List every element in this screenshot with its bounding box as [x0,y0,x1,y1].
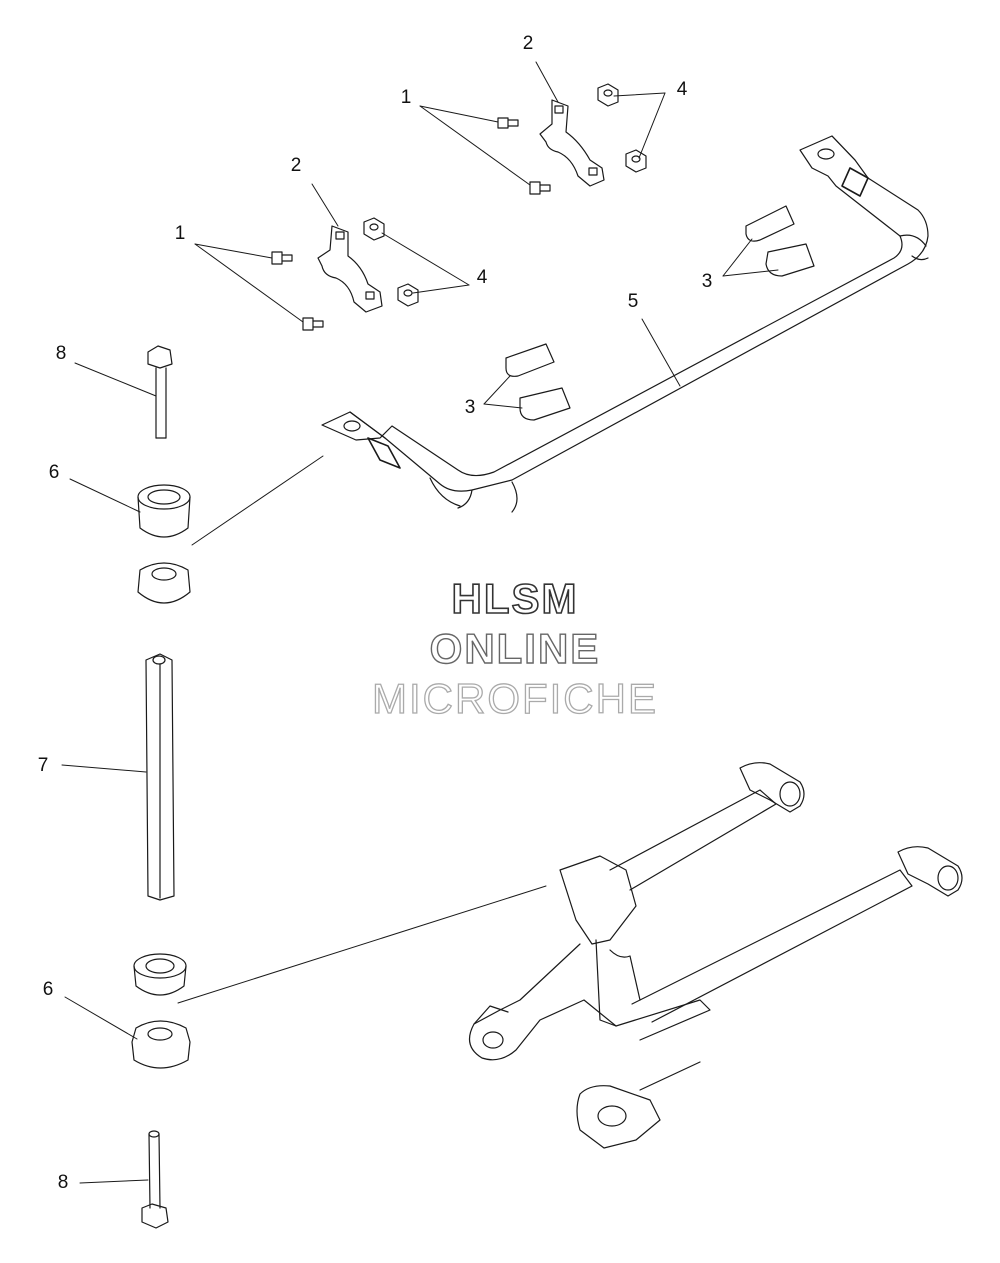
bar-bushings [505,205,815,421]
callout-3: 3 [701,271,713,292]
watermark-line-3: MICROFICHE [371,675,658,722]
flange-nuts [363,83,647,307]
callout-2: 2 [522,33,534,54]
clamp-upper [539,99,605,187]
watermark-line-1: HLSM [451,575,579,622]
callout-4: 4 [676,79,688,100]
callout-6: 6 [48,462,60,483]
callout-8: 8 [57,1172,69,1193]
link-parts [131,345,191,1229]
small-bolts [271,117,551,331]
callout-7: 7 [37,755,49,776]
callout-8: 8 [55,343,67,364]
callout-3: 3 [464,397,476,418]
callout-1: 1 [174,223,186,244]
callout-2: 2 [290,155,302,176]
sway-bar [321,135,929,513]
callout-4: 4 [476,267,488,288]
callout-1: 1 [400,87,412,108]
leader-lines [61,61,779,1184]
callout-6: 6 [42,979,54,1000]
control-arm-assembly [468,762,963,1149]
clamp-lower [317,225,383,313]
watermark-line-2: ONLINE [429,625,601,672]
callout-5: 5 [627,291,639,312]
